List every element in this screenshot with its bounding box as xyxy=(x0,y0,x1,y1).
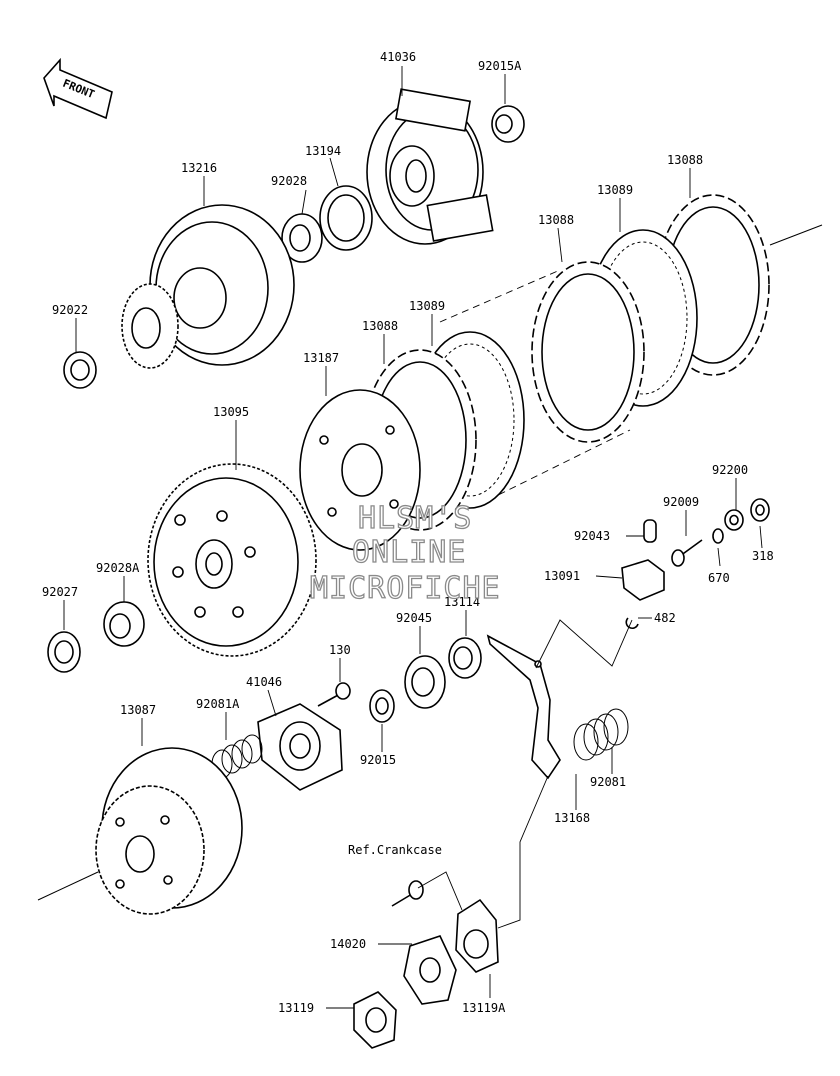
callout-13087: 13087 xyxy=(120,703,156,717)
part-13087-primary-gear xyxy=(95,747,243,915)
part-670-o-ring xyxy=(712,528,724,544)
callout-482: 482 xyxy=(654,611,676,625)
callout-92043: 92043 xyxy=(574,529,610,543)
ref-crankcase-note: Ref.Crankcase xyxy=(348,843,442,857)
part-92015-nut xyxy=(369,689,395,723)
callout-41046: 41046 xyxy=(246,675,282,689)
part-13091-guide xyxy=(621,559,665,601)
axis-line-right xyxy=(769,224,823,246)
part-92027-washer xyxy=(47,631,81,673)
callout-92081: 92081 xyxy=(590,775,626,789)
part-41036-shoe-assembly xyxy=(366,88,494,245)
callout-92200: 92200 xyxy=(712,463,748,477)
callout-13089-top: 13089 xyxy=(597,183,633,197)
part-92043-pin xyxy=(643,519,657,543)
callout-13095: 13095 xyxy=(213,405,249,419)
callout-13216: 13216 xyxy=(181,161,217,175)
part-13216-clutch-drum xyxy=(121,204,295,369)
watermark-line-3: MICROFICHE xyxy=(310,571,501,606)
callout-14020: 14020 xyxy=(330,937,366,951)
part-ref-crankcase-stud xyxy=(391,880,424,907)
part-13168-release-lever xyxy=(486,634,561,780)
part-92028A-collar xyxy=(103,601,145,647)
callout-92027: 92027 xyxy=(42,585,78,599)
callout-13089-mid: 13089 xyxy=(409,299,445,313)
part-13088-friction-plate-mid xyxy=(531,261,645,443)
watermark-line-2: ONLINE xyxy=(352,535,466,570)
callout-13091: 13091 xyxy=(544,569,580,583)
part-41046-lifter-plate xyxy=(257,703,343,791)
part-318-nut xyxy=(750,498,770,522)
callout-13088-mid: 13088 xyxy=(538,213,574,227)
part-13095-clutch-housing xyxy=(147,463,317,657)
callout-92022: 92022 xyxy=(52,303,88,317)
alignment-line-lower xyxy=(487,429,631,501)
callout-92009: 92009 xyxy=(663,495,699,509)
alignment-line-upper xyxy=(439,269,561,323)
part-92009-screw xyxy=(671,539,703,567)
callout-670: 670 xyxy=(708,571,730,585)
callout-13187: 13187 xyxy=(303,351,339,365)
part-482-circlip xyxy=(625,617,639,630)
part-13194-one-way-bearing xyxy=(319,185,373,251)
callout-13088-top: 13088 xyxy=(667,153,703,167)
part-130-bolt xyxy=(317,682,351,707)
lever-link-line xyxy=(535,619,633,669)
callout-92045: 92045 xyxy=(396,611,432,625)
callout-13168: 13168 xyxy=(554,811,590,825)
leader-lines xyxy=(63,66,763,1009)
callout-92015A: 92015A xyxy=(478,59,522,73)
callout-130: 130 xyxy=(329,643,351,657)
callout-13119: 13119 xyxy=(278,1001,314,1015)
part-92022-washer xyxy=(63,351,97,389)
callout-92015: 92015 xyxy=(360,753,396,767)
part-14020-cover xyxy=(403,935,457,1005)
part-13119-cam xyxy=(353,991,397,1049)
watermark-line-1: HLSM'S xyxy=(358,501,472,536)
callout-92028: 92028 xyxy=(271,174,307,188)
part-13114-collar xyxy=(448,637,482,679)
watermark: HLSM'S ONLINE MICROFICHE xyxy=(309,500,501,606)
axis-line-left xyxy=(37,871,99,901)
callout-41036: 41036 xyxy=(380,50,416,64)
part-92081-spring xyxy=(573,708,629,761)
front-arrow-icon: FRONT xyxy=(43,57,113,120)
callout-318: 318 xyxy=(752,549,774,563)
callout-13119A: 13119A xyxy=(462,1001,506,1015)
cam-link-line xyxy=(497,775,549,929)
callout-13114: 13114 xyxy=(444,595,480,609)
part-92200-washer xyxy=(724,509,744,531)
part-13187-pressure-plate xyxy=(299,389,421,551)
part-92015A-nut xyxy=(491,105,525,143)
callout-13194: 13194 xyxy=(305,144,341,158)
callout-92081A: 92081A xyxy=(196,697,240,711)
callout-13088-low: 13088 xyxy=(362,319,398,333)
part-92045-bearing xyxy=(404,655,446,709)
callout-92028A: 92028A xyxy=(96,561,140,575)
ref-leader xyxy=(417,871,463,911)
part-13119A-cam xyxy=(455,898,499,973)
